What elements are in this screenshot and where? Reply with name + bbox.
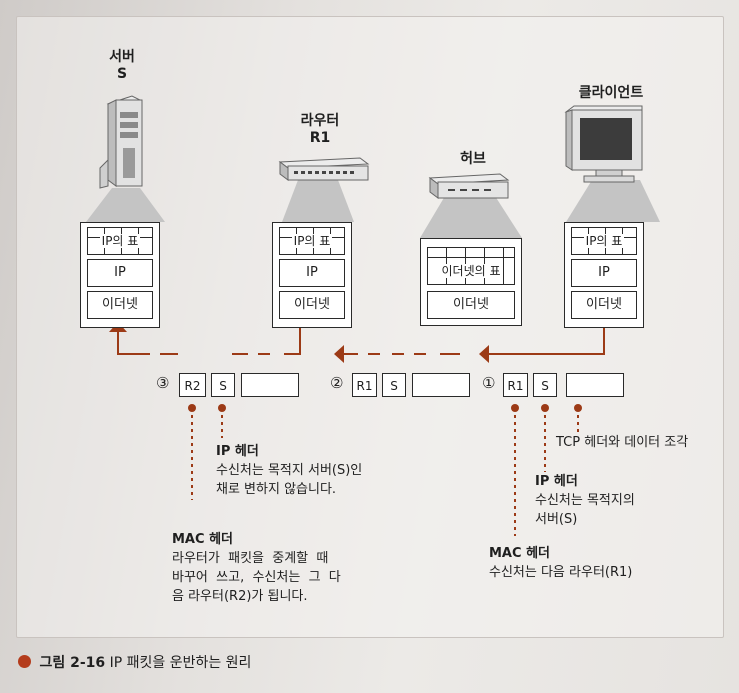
client-ip-layer: IP: [571, 259, 637, 287]
ip-header-note-left-title: IP 헤더: [216, 444, 259, 459]
client-ethernet-layer: 이더넷: [571, 291, 637, 319]
packet-1-ip-header: S: [533, 373, 557, 397]
server-id: S: [116, 66, 128, 82]
router-name: 라우터: [300, 113, 340, 129]
client-ip-table: IP의 표: [571, 227, 637, 255]
ip-header-note-right-title: IP 헤더: [535, 474, 578, 489]
packet-2-payload: [412, 373, 470, 397]
mac-header-note-right: MAC 헤더 수신처는 다음 라우터(R1): [489, 544, 632, 582]
mac-header-note-left-line: 바꾸어 쓰고, 수신처는 그 다: [172, 570, 341, 585]
client-label: 클라이언트: [578, 85, 644, 101]
leader-dots: [188, 404, 582, 412]
router-ip-table-label: IP의 표: [291, 234, 333, 248]
hub-ethernet-table-label: 이더넷의 표: [439, 264, 503, 278]
hub-protocol-stack: 이더넷의 표 이더넷: [420, 238, 522, 326]
ip-header-note-right-line: 수신처는 목적지의: [535, 493, 635, 508]
server-ethernet-layer: 이더넷: [87, 291, 153, 319]
mac-header-note-left-line: 라우터가 패킷을 중계할 때: [172, 551, 329, 566]
mac-header-note-right-title: MAC 헤더: [489, 546, 550, 561]
hub-ethernet-layer: 이더넷: [427, 291, 515, 319]
router-ip-table: IP의 표: [279, 227, 345, 255]
router-ip-layer: IP: [279, 259, 345, 287]
caption-label: 그림 2-16: [39, 655, 106, 671]
ip-header-note-left-line: 채로 변하지 않습니다.: [216, 482, 337, 497]
client-ip-table-label: IP의 표: [583, 234, 625, 248]
router-projection: [282, 180, 354, 222]
ip-header-note-left: IP 헤더 수신처는 목적지 서버(S)인 채로 변하지 않습니다.: [216, 442, 362, 499]
client-projection: [566, 180, 660, 222]
packet-2-ip-header: S: [382, 373, 406, 397]
packet-1-step: ①: [482, 374, 496, 392]
mac-header-note-left-line: 음 라우터(R2)가 됩니다.: [172, 589, 308, 604]
ip-header-note-left-line: 수신처는 목적지 서버(S)인: [216, 463, 363, 478]
packet-3-ip-header: S: [211, 373, 235, 397]
packet-3-mac-header: R2: [179, 373, 206, 397]
server-label: 서버 S: [92, 46, 152, 82]
mac-header-note-left-title: MAC 헤더: [172, 532, 233, 547]
packet-3-payload: [241, 373, 299, 397]
server-icon: [99, 95, 143, 189]
server-ip-layer: IP: [87, 259, 153, 287]
router-label: 라우터 R1: [290, 110, 350, 146]
mac-header-note-right-line: 수신처는 다음 라우터(R1): [489, 565, 633, 580]
figure-caption: 그림 2-16 IP 패킷을 운반하는 원리: [18, 652, 251, 672]
tcp-data-note: TCP 헤더와 데이터 조각: [556, 435, 689, 450]
server-protocol-stack: IP의 표 IP 이더넷: [80, 222, 160, 328]
caption-text: IP 패킷을 운반하는 원리: [109, 655, 252, 671]
packet-2-mac-header: R1: [352, 373, 377, 397]
hub-projection: [420, 196, 522, 238]
router-ethernet-layer: 이더넷: [279, 291, 345, 319]
packet-2-step: ②: [330, 374, 344, 392]
hub-ethernet-table: 이더넷의 표: [427, 247, 515, 285]
packet-3-step: ③: [156, 374, 170, 392]
router-protocol-stack: IP의 표 IP 이더넷: [272, 222, 352, 328]
ip-header-note-right: IP 헤더 수신처는 목적지의 서버(S): [535, 472, 635, 529]
server-projection: [86, 188, 165, 222]
hub-label: 허브: [460, 151, 486, 167]
server-name: 서버: [109, 49, 135, 65]
mac-header-note-left: MAC 헤더 라우터가 패킷을 중계할 때 바꾸어 쓰고, 수신처는 그 다 음…: [172, 530, 341, 606]
path-lines: [117, 320, 605, 355]
client-icon: [564, 105, 643, 183]
router-icon: [278, 157, 370, 181]
packet-1-payload: [566, 373, 624, 397]
caption-marker-icon: [18, 655, 31, 668]
server-ip-table-label: IP의 표: [99, 234, 141, 248]
leader-lines: [191, 408, 579, 536]
server-ip-table: IP의 표: [87, 227, 153, 255]
ip-header-note-right-line: 서버(S): [535, 512, 578, 527]
hub-icon: [428, 173, 510, 199]
client-protocol-stack: IP의 표 IP 이더넷: [564, 222, 644, 328]
packet-1-mac-header: R1: [503, 373, 528, 397]
router-id: R1: [309, 130, 331, 146]
